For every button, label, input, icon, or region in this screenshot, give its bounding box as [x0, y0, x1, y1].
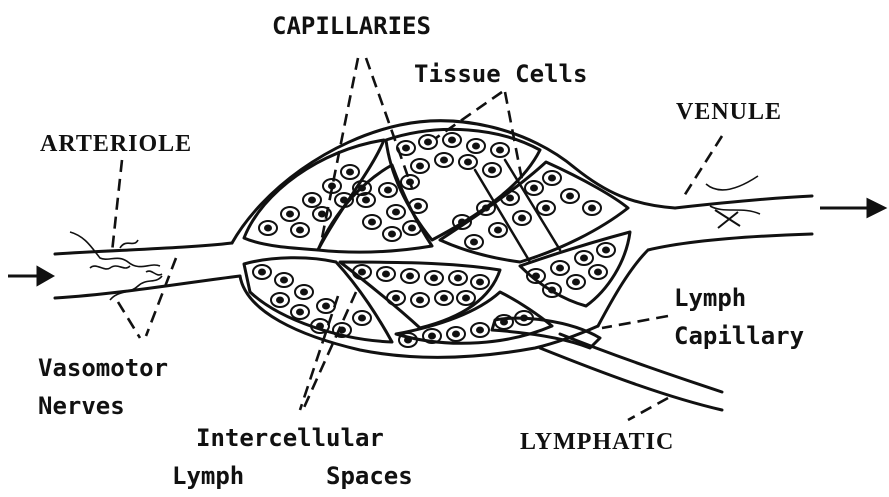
tissue-cell-nucleus [449, 138, 455, 143]
tissue-cell-nucleus [507, 196, 513, 201]
leader-lymph-capillary [602, 316, 668, 328]
tissue-cell-nucleus [521, 316, 527, 321]
tissue-cell-nucleus [301, 290, 307, 295]
outflow-arrow-head [868, 200, 884, 216]
leader-vasomotor-2 [146, 258, 176, 336]
leader-arteriole [112, 160, 122, 252]
tissue-cell-nucleus [277, 298, 283, 303]
tissue-cell-nucleus [417, 298, 423, 303]
tissue-cell-nucleus [465, 160, 471, 165]
tissue-cell-nucleus [409, 226, 415, 231]
tissue-cell-nucleus [359, 186, 365, 191]
leader-intercellular-2 [302, 292, 356, 412]
leader-lines [112, 58, 722, 420]
label-venule: VENULE [676, 100, 782, 124]
label-lymphatic: LYMPHATIC [520, 430, 674, 454]
label-intercellular-spaces: Spaces [326, 464, 413, 488]
tissue-cell-nucleus [359, 316, 365, 321]
tissue-cell-nucleus [359, 270, 365, 275]
tissue-cell-nucleus [603, 248, 609, 253]
tissue-cell-nucleus [573, 280, 579, 285]
tissue-cell-nucleus [543, 206, 549, 211]
tissue-cell-nucleus [589, 206, 595, 211]
tissue-cell-nucleus [441, 296, 447, 301]
tissue-cell-nucleus [549, 176, 555, 181]
tissue-cell-nucleus [389, 232, 395, 237]
leader-lymphatic [628, 398, 668, 420]
tissue-cell-nucleus [323, 304, 329, 309]
tissue-cell-nucleus [463, 296, 469, 301]
tissue-cell-nucleus [383, 272, 389, 277]
lymphatic-lower-wall [540, 348, 722, 410]
venule-lower-wall [598, 234, 812, 326]
tissue-cell-nucleus [497, 148, 503, 153]
label-intercellular-line1: Intercellular [196, 426, 384, 450]
tissue-cell-nucleus [477, 328, 483, 333]
tissue-cell-nucleus [393, 296, 399, 301]
tissue-cell-nucleus [281, 278, 287, 283]
tissue-cell-nucleus [531, 186, 537, 191]
tissue-cell-nucleus [557, 266, 563, 271]
label-tissue-cells: Tissue Cells [414, 62, 587, 86]
tissue-cell-nucleus [473, 144, 479, 149]
label-intercellular-lymph: Lymph [172, 464, 244, 488]
tissue-cell-nucleus [567, 194, 573, 199]
tissue-cell-nucleus [429, 334, 435, 339]
tissue-cell-nucleus [501, 320, 507, 325]
tissue-cell-nucleus [407, 274, 413, 279]
tissue-cell-nucleus [431, 276, 437, 281]
tissue-cell-nucleus [403, 146, 409, 151]
tissue-cell-nucleus [425, 140, 431, 145]
leader-venule [684, 136, 722, 196]
label-arteriole: ARTERIOLE [40, 132, 192, 156]
label-lymph-capillary-line1: Lymph [674, 286, 746, 310]
tissue-cell-nucleus [459, 220, 465, 225]
tissue-cell-nucleus [309, 198, 315, 203]
tissue-cell-nucleus [595, 270, 601, 275]
arteriole-upper-wall [55, 243, 232, 254]
tissue-cell-nucleus [329, 184, 335, 189]
tissue-cell-nucleus [417, 164, 423, 169]
leader-intercellular-1 [300, 296, 338, 410]
tissue-cell-nucleus [453, 332, 459, 337]
label-vasomotor-line1: Vasomotor [38, 356, 168, 380]
tissue-cell-nucleus [385, 188, 391, 193]
tissue-cell-nucleus [393, 210, 399, 215]
tissue-cell-nucleus [489, 168, 495, 173]
tissue-cell-nucleus [347, 170, 353, 175]
label-lymph-capillary-line2: Capillary [674, 324, 804, 348]
tissue-cell-nucleus [363, 198, 369, 203]
tissue-cell-nucleus [549, 288, 555, 293]
tissue-cell-nucleus [477, 280, 483, 285]
tissue-cell-nucleus [287, 212, 293, 217]
tissue-cell-nucleus [259, 270, 265, 275]
tissue-cell-nucleus [483, 206, 489, 211]
tissue-cell-nucleus [441, 158, 447, 163]
tissue-cell-nucleus [405, 338, 411, 343]
tissue-cell-nucleus [319, 212, 325, 217]
venule-nerve-x [715, 210, 740, 228]
tissue-cell-nucleus [519, 216, 525, 221]
tissue-cell-nucleus [455, 276, 461, 281]
tissue-cell-nucleus [369, 220, 375, 225]
tissue-cell-nucleus [495, 228, 501, 233]
tissue-cell-nucleus [415, 204, 421, 209]
tissue-cell-nucleus [471, 240, 477, 245]
tissue-cell-nucleus [265, 226, 271, 231]
tissue-cell-nucleus [341, 198, 347, 203]
label-vasomotor-line2: Nerves [38, 394, 125, 418]
inflow-arrow-head [38, 268, 52, 284]
label-capillaries: CAPILLARIES [272, 14, 431, 38]
tissue-cell-nucleus [533, 274, 539, 279]
tissue-cell-nucleus [581, 256, 587, 261]
tissue-cell-nucleus [297, 310, 303, 315]
tissue-cell-nucleus [297, 228, 303, 233]
venule-upper-wall [675, 196, 812, 208]
tissue-cell-nucleus [317, 324, 323, 329]
leader-vasomotor-1 [118, 302, 140, 338]
arteriole-lower-wall [55, 276, 240, 298]
